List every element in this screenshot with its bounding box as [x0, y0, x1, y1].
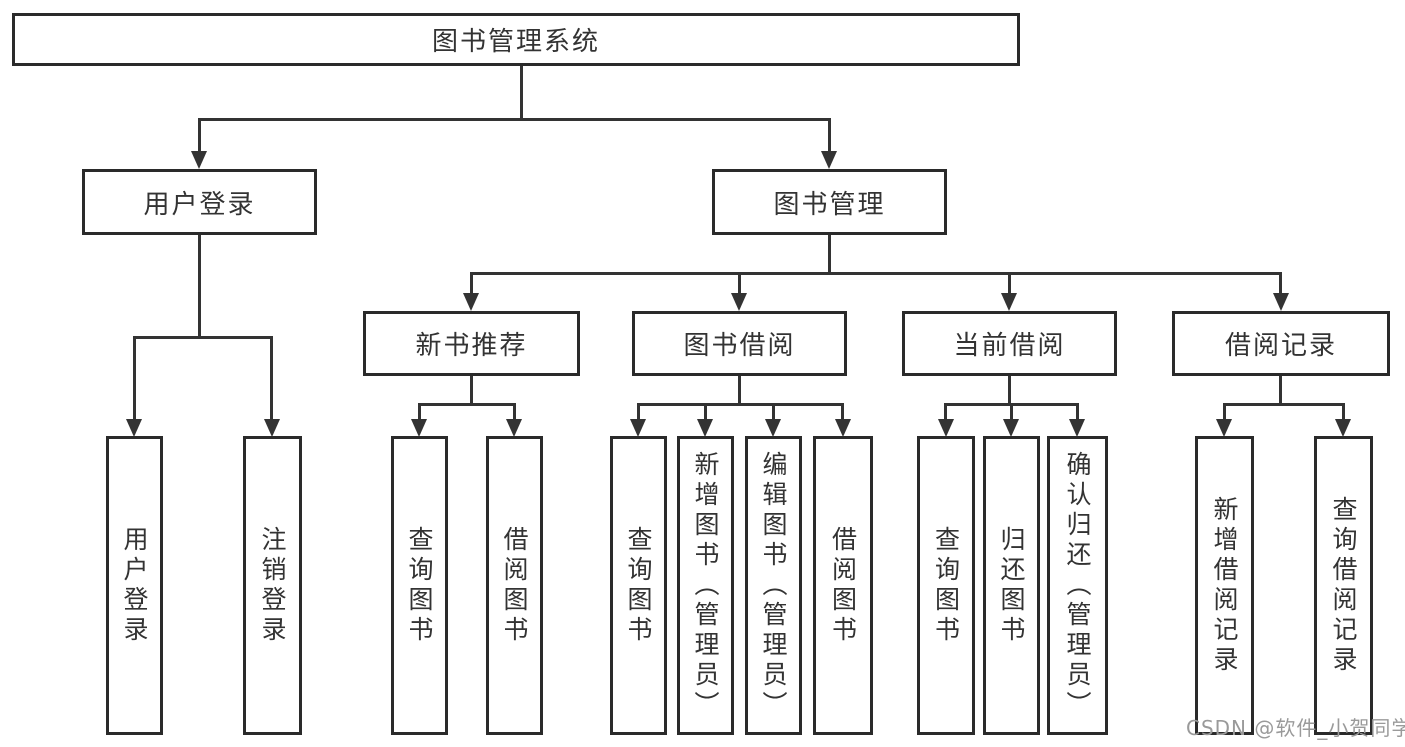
leaf-bb-edit-books-admin-label: 编辑图书（管理员） [759, 450, 788, 721]
arrowhead-book-borrow [731, 293, 747, 311]
connector-bookmgmt-hline [470, 272, 1282, 275]
leaf-br-add-record-label: 新增借阅记录 [1210, 495, 1239, 676]
connector-records-hline [1223, 403, 1345, 406]
arrowhead-cb-confirm [1069, 419, 1085, 437]
arrowhead-nb-query [411, 419, 427, 437]
connector-drop-nb-query [418, 403, 421, 420]
arrowhead-nb-borrow [506, 419, 522, 437]
node-new-book-recommend: 新书推荐 [363, 311, 580, 376]
arrowhead-cb-query [938, 419, 954, 437]
leaf-nb-borrow-books-label: 借阅图书 [500, 525, 529, 646]
connector-bookmgmt-riser [828, 235, 831, 275]
arrowhead-br-query [1335, 419, 1351, 437]
leaf-cb-query-books-label: 查询图书 [931, 525, 961, 646]
node-book-borrow-label: 图书借阅 [683, 331, 796, 361]
leaf-bb-query-books-label: 查询图书 [624, 525, 653, 646]
connector-drop-new-book [470, 272, 473, 294]
node-borrow-records-label: 借阅记录 [1224, 331, 1337, 361]
leaf-cb-query-books: 查询图书 [917, 436, 975, 735]
leaf-logout: 注销登录 [243, 436, 302, 735]
arrowhead-leaf-logout [264, 419, 280, 437]
connector-drop-current-borrow [1008, 272, 1011, 294]
leaf-bb-add-books-admin-label: 新增图书（管理员） [691, 450, 720, 721]
arrowhead-bb-borrow [835, 419, 851, 437]
arrowhead-current-borrow [1001, 293, 1017, 311]
connector-userlogin-riser [198, 235, 201, 339]
connector-drop-bb-add [704, 403, 707, 420]
connector-drop-leaf-logout [270, 336, 273, 421]
leaf-bb-add-books-admin: 新增图书（管理员） [677, 436, 734, 735]
connector-drop-br-add [1223, 403, 1226, 420]
connector-newbook-hline [418, 403, 516, 406]
leaf-logout-label: 注销登录 [258, 525, 287, 646]
node-new-book-recommend-label: 新书推荐 [415, 331, 528, 361]
arrowhead-bb-edit [765, 419, 781, 437]
node-root: 图书管理系统 [12, 13, 1020, 66]
node-book-management: 图书管理 [712, 169, 947, 235]
connector-drop-br-query [1342, 403, 1345, 420]
leaf-bb-query-books: 查询图书 [610, 436, 667, 735]
leaf-bb-borrow-books: 借阅图书 [813, 436, 873, 735]
leaf-user-login: 用户登录 [106, 436, 163, 735]
node-book-borrow: 图书借阅 [632, 311, 847, 376]
arrowhead-new-book [463, 293, 479, 311]
node-user-login-label: 用户登录 [143, 189, 256, 220]
connector-root-hline [198, 118, 831, 121]
node-user-login: 用户登录 [82, 169, 317, 235]
leaf-br-add-record: 新增借阅记录 [1195, 436, 1254, 735]
connector-drop-book-management [828, 118, 831, 154]
connector-borrow-riser [738, 376, 741, 406]
connector-drop-bb-query [637, 403, 640, 420]
node-borrow-records: 借阅记录 [1172, 311, 1390, 376]
leaf-br-query-record: 查询借阅记录 [1314, 436, 1373, 735]
leaf-bb-borrow-books-label: 借阅图书 [828, 525, 858, 646]
connector-root-riser [520, 66, 523, 121]
connector-current-riser [1008, 376, 1011, 406]
connector-records-riser [1279, 376, 1282, 406]
connector-userlogin-hline [133, 336, 273, 339]
leaf-bb-edit-books-admin: 编辑图书（管理员） [745, 436, 802, 735]
connector-newbook-riser [470, 376, 473, 406]
connector-drop-leaf-user-login [133, 336, 136, 421]
arrowhead-cb-return [1003, 419, 1019, 437]
connector-drop-bb-borrow [841, 403, 844, 420]
connector-drop-cb-return [1010, 403, 1013, 420]
connector-drop-nb-borrow [513, 403, 516, 420]
arrowhead-leaf-user-login [126, 419, 142, 437]
connector-drop-bb-edit [772, 403, 775, 420]
arrowhead-user-login [191, 151, 207, 169]
connector-drop-book-borrow [738, 272, 741, 294]
arrowhead-bb-query [630, 419, 646, 437]
arrowhead-br-add [1216, 419, 1232, 437]
arrowhead-bb-add [697, 419, 713, 437]
arrowhead-book-management [821, 151, 837, 169]
leaf-user-login-label: 用户登录 [120, 525, 149, 646]
leaf-cb-return-books: 归还图书 [983, 436, 1040, 735]
arrowhead-borrow-records [1273, 293, 1289, 311]
connector-drop-borrow-records [1279, 272, 1282, 294]
leaf-nb-borrow-books: 借阅图书 [486, 436, 543, 735]
leaf-cb-confirm-return-admin: 确认归还（管理员） [1047, 436, 1108, 735]
connector-borrow-hline [637, 403, 844, 406]
leaf-cb-confirm-return-admin-label: 确认归还（管理员） [1063, 450, 1092, 721]
node-root-label: 图书管理系统 [431, 27, 600, 57]
leaf-nb-query-books-label: 查询图书 [405, 525, 434, 646]
watermark: CSDN @软件_小贺同学 [1186, 716, 1405, 740]
leaf-cb-return-books-label: 归还图书 [997, 525, 1026, 646]
node-current-borrow-label: 当前借阅 [953, 331, 1066, 361]
connector-drop-cb-query [944, 403, 947, 420]
node-current-borrow: 当前借阅 [902, 311, 1117, 376]
connector-drop-cb-confirm [1076, 403, 1079, 420]
node-book-management-label: 图书管理 [773, 189, 886, 220]
leaf-nb-query-books: 查询图书 [391, 436, 448, 735]
connector-drop-user-login [198, 118, 201, 154]
leaf-br-query-record-label: 查询借阅记录 [1329, 495, 1358, 676]
